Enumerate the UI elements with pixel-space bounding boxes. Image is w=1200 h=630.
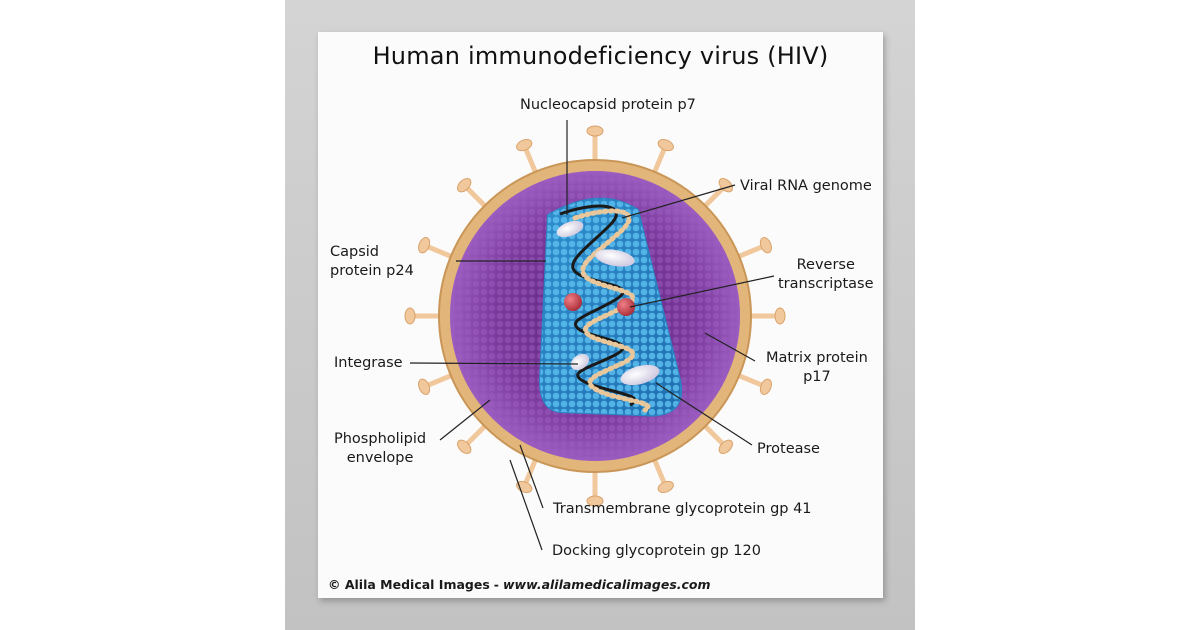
spike-head [657, 139, 674, 152]
credit-footer: © Alila Medical Images-www.alilamedicali… [328, 577, 711, 592]
label-capsid-line2: protein p24 [330, 263, 414, 279]
spike-head [718, 439, 733, 454]
viral-rna-strand-1 [559, 204, 637, 407]
spike-head [457, 178, 472, 193]
spike-head [404, 307, 416, 325]
label-matrix-line1: Matrix protein [766, 350, 868, 366]
spike-head [586, 495, 604, 507]
label-gp120: Docking glycoprotein gp 120 [552, 543, 761, 559]
label-viral-rna: Viral RNA genome [740, 178, 872, 194]
viral-rna-strand-2 [572, 208, 651, 413]
copyright-text: © Alila Medical Images [328, 577, 490, 592]
label-phospholipid: Phospholipid envelope [334, 430, 426, 468]
reverse-transcriptase-1 [564, 293, 582, 311]
integrase-oval-1 [556, 220, 584, 238]
label-reverse-line1: Reverse [796, 257, 855, 273]
spike-head [759, 237, 772, 254]
spike-head [516, 139, 533, 152]
label-reverse-transcriptase: Reverse transcriptase [778, 256, 874, 294]
spike-head [657, 480, 674, 493]
label-gp41: Transmembrane glycoprotein gp 41 [553, 501, 812, 517]
spike-head [759, 378, 772, 395]
reverse-transcriptase-2 [617, 298, 635, 316]
label-capsid: Capsid protein p24 [330, 243, 414, 281]
spike-head [457, 439, 472, 454]
spike-head [774, 307, 786, 325]
label-capsid-line1: Capsid [330, 244, 380, 260]
label-leader-lines [409, 120, 775, 551]
website-url: www.alilamedicalimages.com [502, 577, 711, 592]
label-matrix: Matrix protein p17 [766, 349, 868, 387]
label-matrix-line2: p17 [803, 369, 831, 385]
spike-head [418, 378, 431, 395]
diagram-title: Human immunodeficiency virus (HIV) [372, 42, 829, 70]
protease-oval-1 [595, 249, 635, 267]
label-phospholipid-line2: envelope [346, 450, 414, 466]
spike-head [586, 125, 604, 137]
integrase-oval-2 [570, 353, 590, 371]
label-phospholipid-line1: Phospholipid [334, 431, 427, 447]
spike-head [418, 237, 431, 254]
label-reverse-line2: transcriptase [778, 276, 874, 292]
label-integrase: Integrase [334, 355, 403, 371]
label-protease: Protease [757, 441, 820, 457]
protease-oval-2 [620, 364, 660, 386]
footer-separator: - [493, 577, 499, 592]
glycoprotein-spikes [404, 125, 786, 507]
label-nucleocapsid: Nucleocapsid protein p7 [520, 97, 696, 113]
